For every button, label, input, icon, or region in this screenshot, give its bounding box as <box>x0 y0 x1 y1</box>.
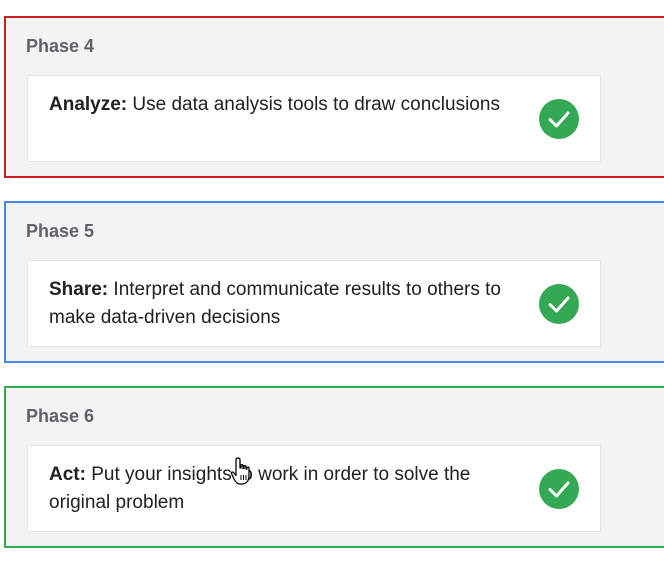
phase-card-text: Act: Put your insights to work in order … <box>49 461 519 517</box>
phase-title: Phase 4 <box>26 36 95 56</box>
check-circle-icon <box>539 99 579 139</box>
phase-card[interactable]: Act: Put your insights to work in order … <box>27 445 601 532</box>
phase-6-panel: Phase 6 Act: Put your insights to work i… <box>4 386 664 548</box>
phase-term: Share: <box>49 279 109 300</box>
phase-description: Interpret and communicate results to oth… <box>49 279 501 328</box>
phase-4-panel: Phase 4 Analyze: Use data analysis tools… <box>4 16 664 178</box>
phase-term: Act: <box>49 464 86 485</box>
phase-title: Phase 5 <box>26 221 95 241</box>
check-circle-icon <box>539 284 579 324</box>
phase-card[interactable]: Share: Interpret and communicate results… <box>27 260 601 347</box>
check-circle-icon <box>539 469 579 509</box>
hand-pointer-icon <box>230 456 254 486</box>
phase-term: Analyze: <box>49 94 128 115</box>
phase-description: Put your insights to work in order to so… <box>49 464 471 513</box>
phase-card[interactable]: Analyze: Use data analysis tools to draw… <box>27 75 601 162</box>
phase-card-text: Analyze: Use data analysis tools to draw… <box>49 91 519 119</box>
phase-title: Phase 6 <box>26 406 95 426</box>
phase-description: Use data analysis tools to draw conclusi… <box>127 94 500 115</box>
phase-5-panel: Phase 5 Share: Interpret and communicate… <box>4 201 664 363</box>
phase-card-text: Share: Interpret and communicate results… <box>49 276 519 332</box>
